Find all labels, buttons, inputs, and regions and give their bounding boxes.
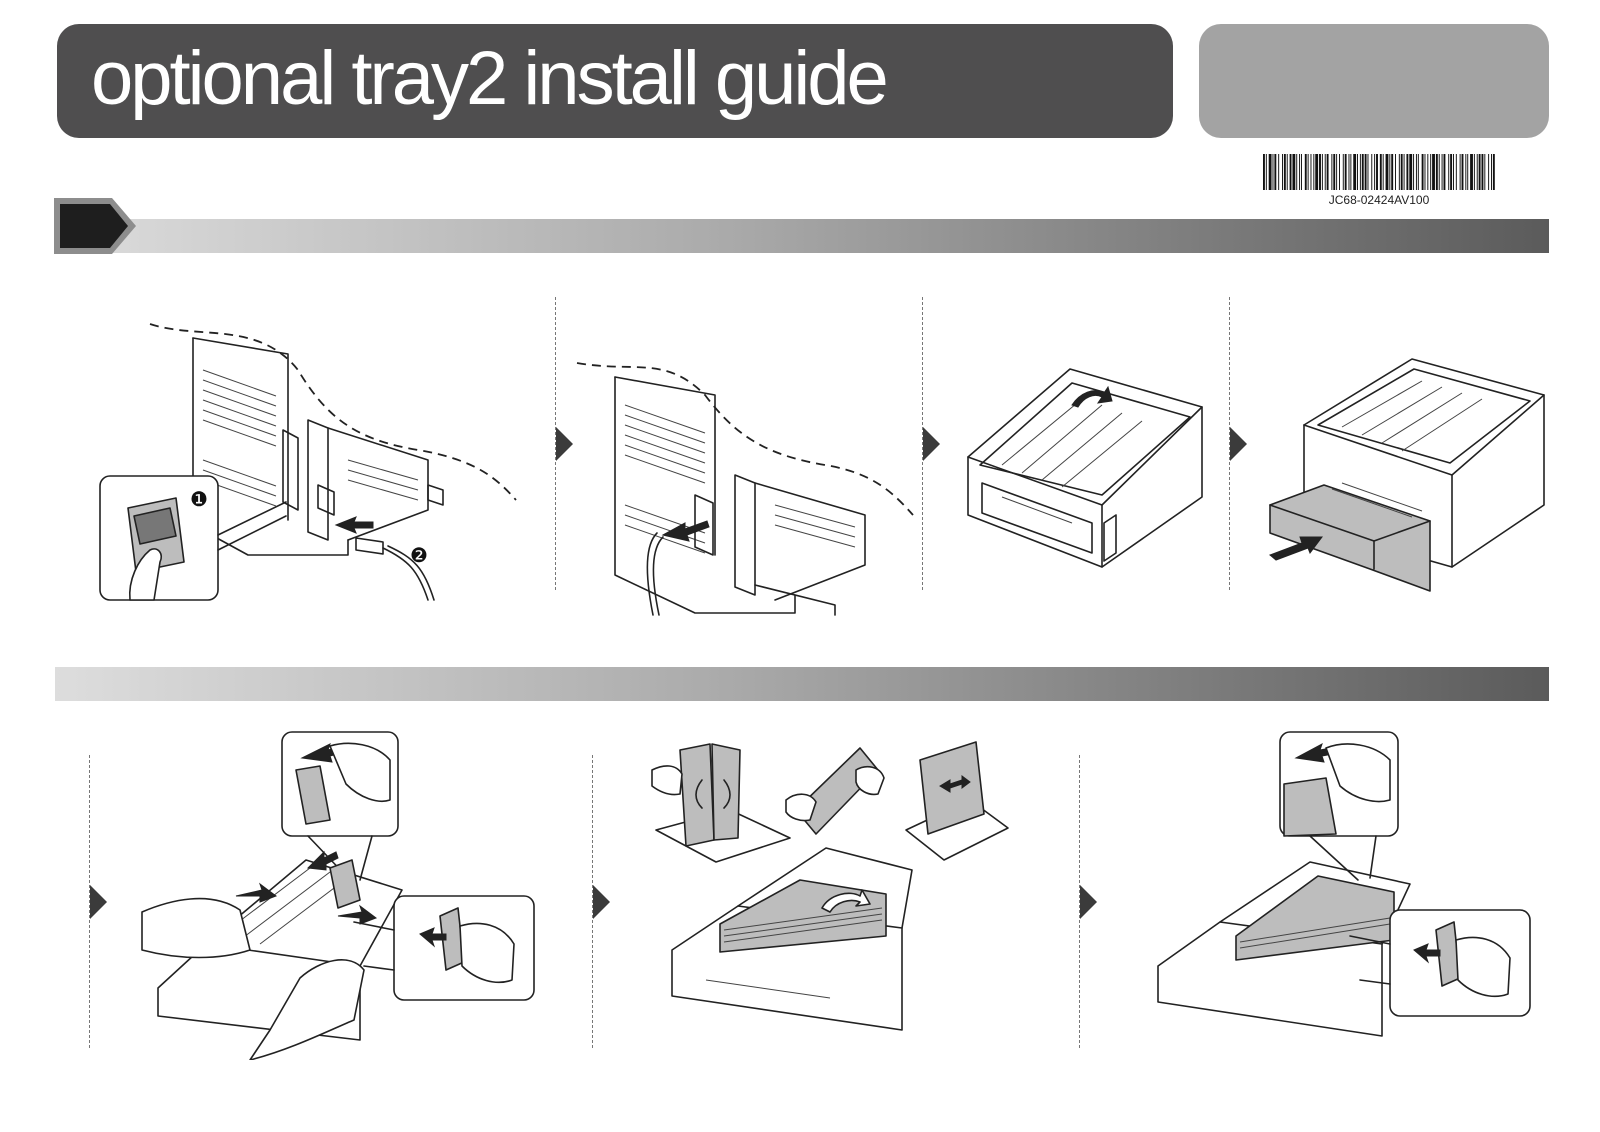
illustration-power-off-unplug: ❷ ❶ bbox=[98, 310, 528, 620]
section-tab-icon bbox=[52, 196, 138, 256]
callout-marker-2: ❷ bbox=[410, 543, 428, 567]
step-arrow-icon bbox=[556, 427, 573, 461]
illustration-adjust-guides bbox=[140, 730, 550, 1060]
step-arrow-icon bbox=[1230, 427, 1247, 461]
step-arrow-icon bbox=[1080, 885, 1097, 919]
barcode-number: JC68-02424AV100 bbox=[1263, 193, 1495, 207]
step-arrow-icon bbox=[923, 427, 940, 461]
illustration-tray-unit bbox=[962, 365, 1212, 570]
title-bar: optional tray2 install guide bbox=[57, 24, 1173, 138]
callout-marker-1: ❶ bbox=[190, 487, 208, 511]
illustration-set-guides bbox=[1150, 730, 1545, 1050]
section-band-2 bbox=[55, 667, 1549, 701]
illustration-remove-tray bbox=[1262, 355, 1552, 595]
side-panel bbox=[1199, 24, 1549, 138]
barcode-graphic bbox=[1263, 154, 1495, 190]
step-arrow-icon bbox=[90, 885, 107, 919]
page-title: optional tray2 install guide bbox=[91, 34, 886, 124]
step-arrow-icon bbox=[593, 885, 610, 919]
illustration-disconnect-cable bbox=[575, 355, 915, 620]
section-band-1 bbox=[55, 219, 1549, 253]
illustration-load-paper bbox=[650, 730, 1010, 1040]
